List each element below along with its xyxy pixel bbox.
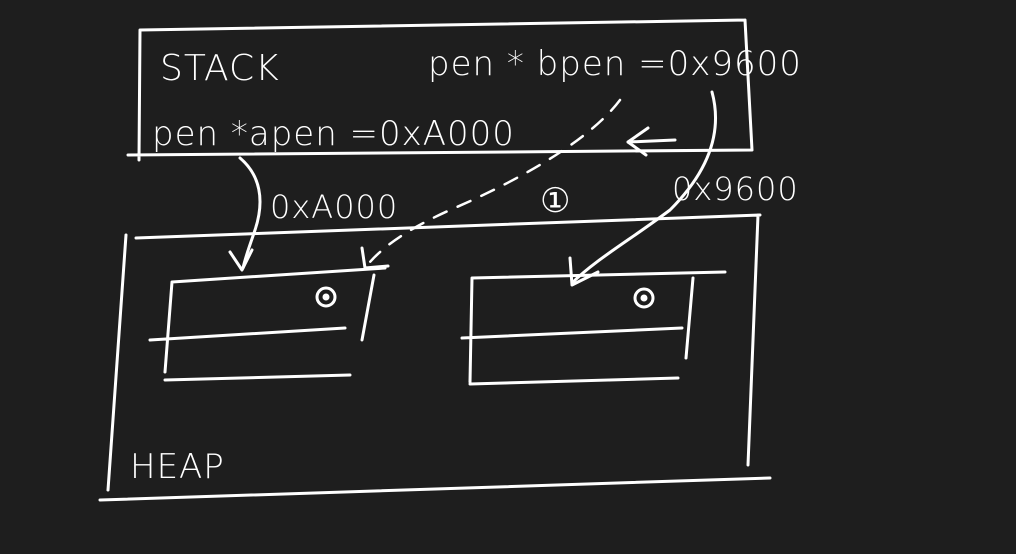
stack-region: STACK pen * bpen =0x9600 pen *apen =0xA0… [126, 18, 802, 162]
object-b-marker-dot-icon [640, 294, 648, 302]
arrow-bpen-head-icon [568, 256, 600, 287]
heap-box [98, 213, 772, 502]
reassign-arrow: ① [360, 98, 677, 270]
heap-addr-b: 0x9600 [672, 170, 799, 208]
reassign-head-icon [360, 246, 390, 270]
heap-object-b [460, 270, 727, 386]
arrow-apen-to-a [228, 156, 262, 272]
stack-var-apen: pen *apen =0xA000 [152, 114, 515, 154]
object-a-marker-icon [315, 286, 337, 308]
object-a-box [148, 266, 387, 382]
object-b-box [460, 270, 727, 386]
object-b-marker-icon [633, 287, 655, 309]
arrow-apen-head-icon [228, 248, 254, 272]
stack-label: STACK [160, 48, 280, 89]
stack-box [126, 18, 754, 162]
stack-var-bpen: pen * bpen =0x9600 [428, 44, 802, 84]
arrow-bpen-line [570, 90, 717, 285]
reassign-dashed-line [368, 98, 622, 264]
arrow-bpen-to-b [568, 90, 717, 287]
reassign-small-arrow-icon [626, 126, 677, 157]
object-a-marker-dot-icon [322, 293, 330, 301]
heap-region: HEAP 0xA000 0x9600 [98, 170, 799, 502]
step-marker: ① [540, 181, 571, 221]
heap-addr-a: 0xA000 [270, 188, 398, 226]
arrow-apen-line [238, 156, 262, 270]
heap-label: HEAP [130, 447, 225, 487]
heap-object-a [148, 266, 387, 382]
